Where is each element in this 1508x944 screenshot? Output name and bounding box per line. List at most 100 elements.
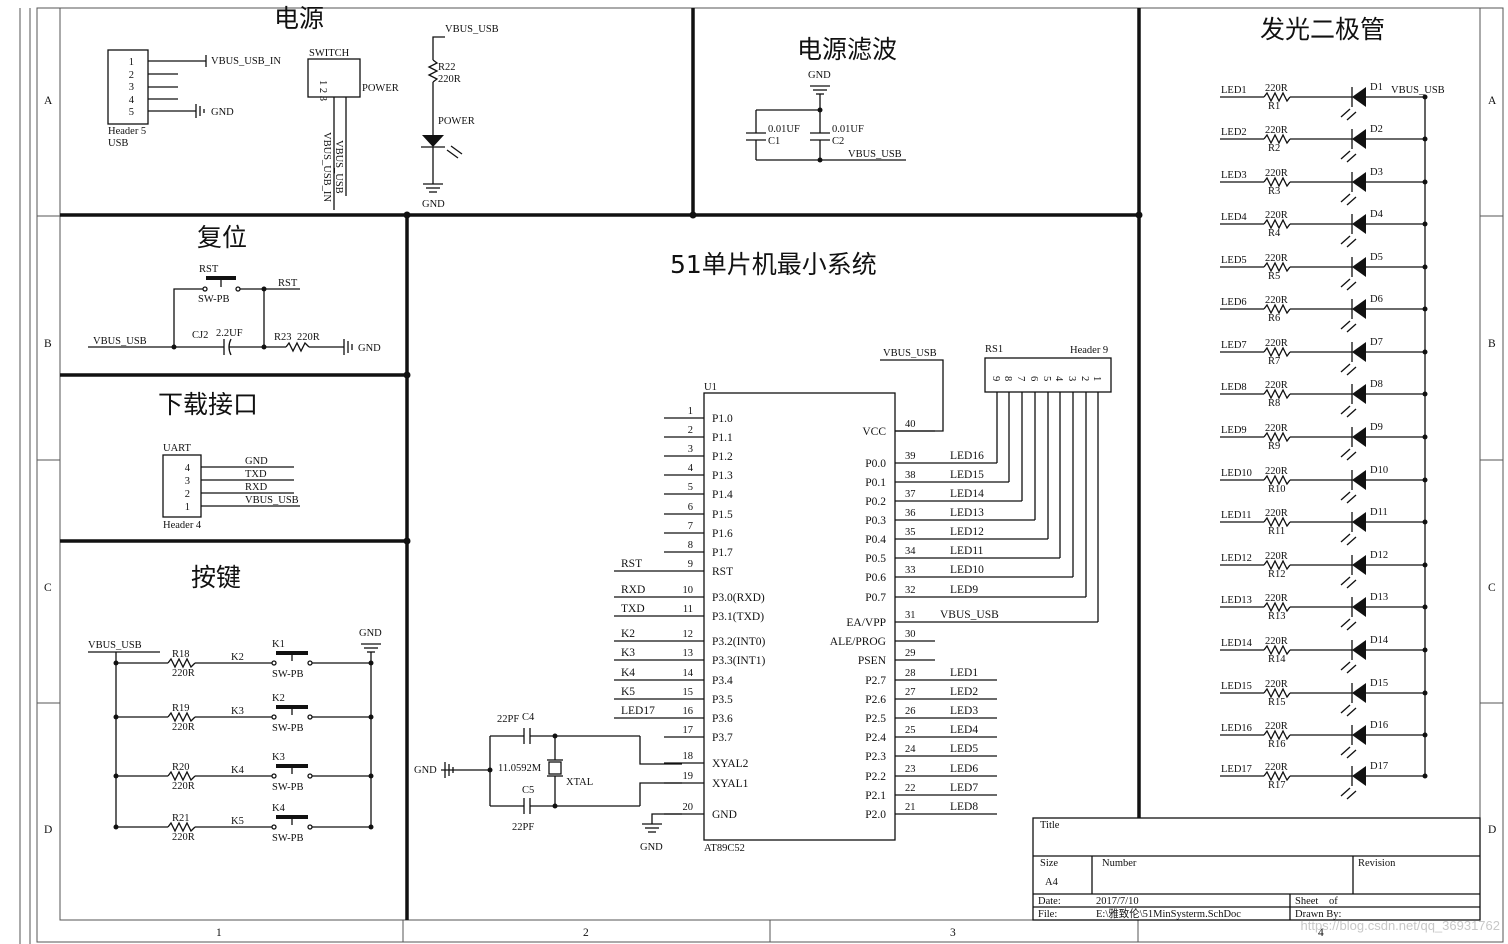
mcu-pin-6: 6P1.5 <box>664 502 733 521</box>
mcu-pin-number: 27 <box>905 687 916 698</box>
led-net-label: LED5 <box>1221 255 1247 266</box>
reset-section: RST SW-PB RST VBUS_USB CJ2 2.2UF R23 220… <box>88 264 381 356</box>
mcu-pin-7: 7P1.6 <box>664 521 733 540</box>
mcu-pin-number: 17 <box>683 725 694 736</box>
led-net-label: LED6 <box>1221 297 1247 308</box>
led-net-label: LED10 <box>1221 468 1252 479</box>
mcu-pin-number: 1 <box>688 406 693 417</box>
rs1-pin-number: 9 <box>990 376 1001 381</box>
mcu-pin-name: P1.6 <box>712 528 733 540</box>
led-diode-ref: D4 <box>1370 209 1384 220</box>
svg-text:1: 1 <box>129 57 134 68</box>
mcu-pin-name: P2.7 <box>865 675 886 687</box>
zone-row-b-right: B <box>1488 338 1496 350</box>
svg-text:A4: A4 <box>1045 877 1059 888</box>
led-diode-ref: D17 <box>1370 761 1388 772</box>
led-resistor-ref: R17 <box>1268 780 1286 791</box>
mcu-pin-number: 36 <box>905 508 916 519</box>
mcu-pin-name: P1.1 <box>712 432 733 444</box>
rs1-pin-number: 3 <box>1066 376 1077 381</box>
mcu-pin-name: P1.7 <box>712 547 733 559</box>
led-resistor-ref: R6 <box>1268 313 1280 324</box>
mcu-net-label: K5 <box>621 686 635 698</box>
key-net-label: K4 <box>231 765 245 776</box>
led-resistor-ref: R13 <box>1268 611 1286 622</box>
led-diode-ref: D8 <box>1370 379 1383 390</box>
section-title-power: 电源 <box>274 4 324 33</box>
svg-text:UART: UART <box>163 443 192 454</box>
mcu-pin-name: P3.3(INT1) <box>712 655 766 667</box>
mcu-pin-number: 34 <box>905 546 916 557</box>
mcu-pin-name: P3.7 <box>712 732 733 744</box>
mcu-pin-number: 11 <box>683 604 693 615</box>
key-switch-ref: K4 <box>272 803 286 814</box>
svg-text:Size: Size <box>1040 858 1058 869</box>
mcu-net-label: LED17 <box>621 705 655 717</box>
mcu-pin-name: P1.4 <box>712 489 733 501</box>
svg-text:Title: Title <box>1040 820 1060 831</box>
svg-text:VBUS_USB_IN: VBUS_USB_IN <box>321 132 332 202</box>
svg-text:VBUS_USB: VBUS_USB <box>445 24 499 35</box>
mcu-net-label: RXD <box>621 584 645 596</box>
mcu-pin-4: 4P1.3 <box>664 463 733 482</box>
svg-text:R23: R23 <box>274 332 292 343</box>
svg-text:RST: RST <box>278 278 298 289</box>
mcu-pin-name: P0.7 <box>865 592 886 604</box>
section-title-reset: 复位 <box>197 223 247 252</box>
svg-text:VBUS_USB: VBUS_USB <box>848 149 902 160</box>
rs1-pin-number: 2 <box>1079 376 1090 381</box>
led-diode-ref: D10 <box>1370 465 1388 476</box>
mcu-pin-name: P3.2(INT0) <box>712 636 766 648</box>
key-resistor-value: 220R <box>172 832 195 843</box>
mcu-pin-number: 26 <box>905 706 916 717</box>
led-resistor-value: 220R <box>1265 168 1288 179</box>
svg-text:22PF: 22PF <box>512 822 534 833</box>
mcu-pin-name: XYAL1 <box>712 778 749 790</box>
led-net-label: LED17 <box>1221 764 1252 775</box>
mcu-net-label: LED2 <box>950 686 978 698</box>
svg-text:RST: RST <box>199 264 219 275</box>
svg-text:VBUS_USB: VBUS_USB <box>88 640 142 651</box>
svg-text:GND: GND <box>359 628 382 639</box>
mcu-net-label: K4 <box>621 667 635 679</box>
zone-row-c-right: C <box>1488 582 1496 594</box>
mcu-pin-number: 24 <box>905 744 916 755</box>
led-diode-ref: D5 <box>1370 252 1383 263</box>
section-title-leds: 发光二极管 <box>1260 15 1385 44</box>
mcu-net-label: LED14 <box>950 488 984 500</box>
mcu-pin-number: 5 <box>688 482 693 493</box>
section-title-keys: 按键 <box>191 563 241 592</box>
svg-text:GND: GND <box>640 842 663 853</box>
mcu-pin-number: 37 <box>905 489 916 500</box>
svg-text:Sheet: Sheet <box>1295 896 1318 907</box>
mcu-pin-number: 22 <box>905 783 916 794</box>
led-resistor-ref: R8 <box>1268 398 1280 409</box>
mcu-net-label: K2 <box>621 628 635 640</box>
mcu-pin-name: P2.0 <box>865 809 886 821</box>
mcu-pin-number: 29 <box>905 648 916 659</box>
mcu-pin-number: 8 <box>688 540 693 551</box>
led-resistor-ref: R9 <box>1268 441 1280 452</box>
svg-text:E:\雅致伦\51MinSysterm.SchDoc: E:\雅致伦\51MinSysterm.SchDoc <box>1096 907 1241 920</box>
download-section: UART 4 3 2 1 GND TXD RXD VBUS_USB Header… <box>162 443 300 531</box>
led-diode-ref: D7 <box>1370 337 1383 348</box>
mcu-net-label: LED13 <box>950 507 984 519</box>
mcu-pin-number: 2 <box>688 425 693 436</box>
mcu-pin-name: ALE/PROG <box>830 636 886 648</box>
mcu-pin-number: 19 <box>683 771 694 782</box>
mcu-pin-number: 3 <box>688 444 693 455</box>
